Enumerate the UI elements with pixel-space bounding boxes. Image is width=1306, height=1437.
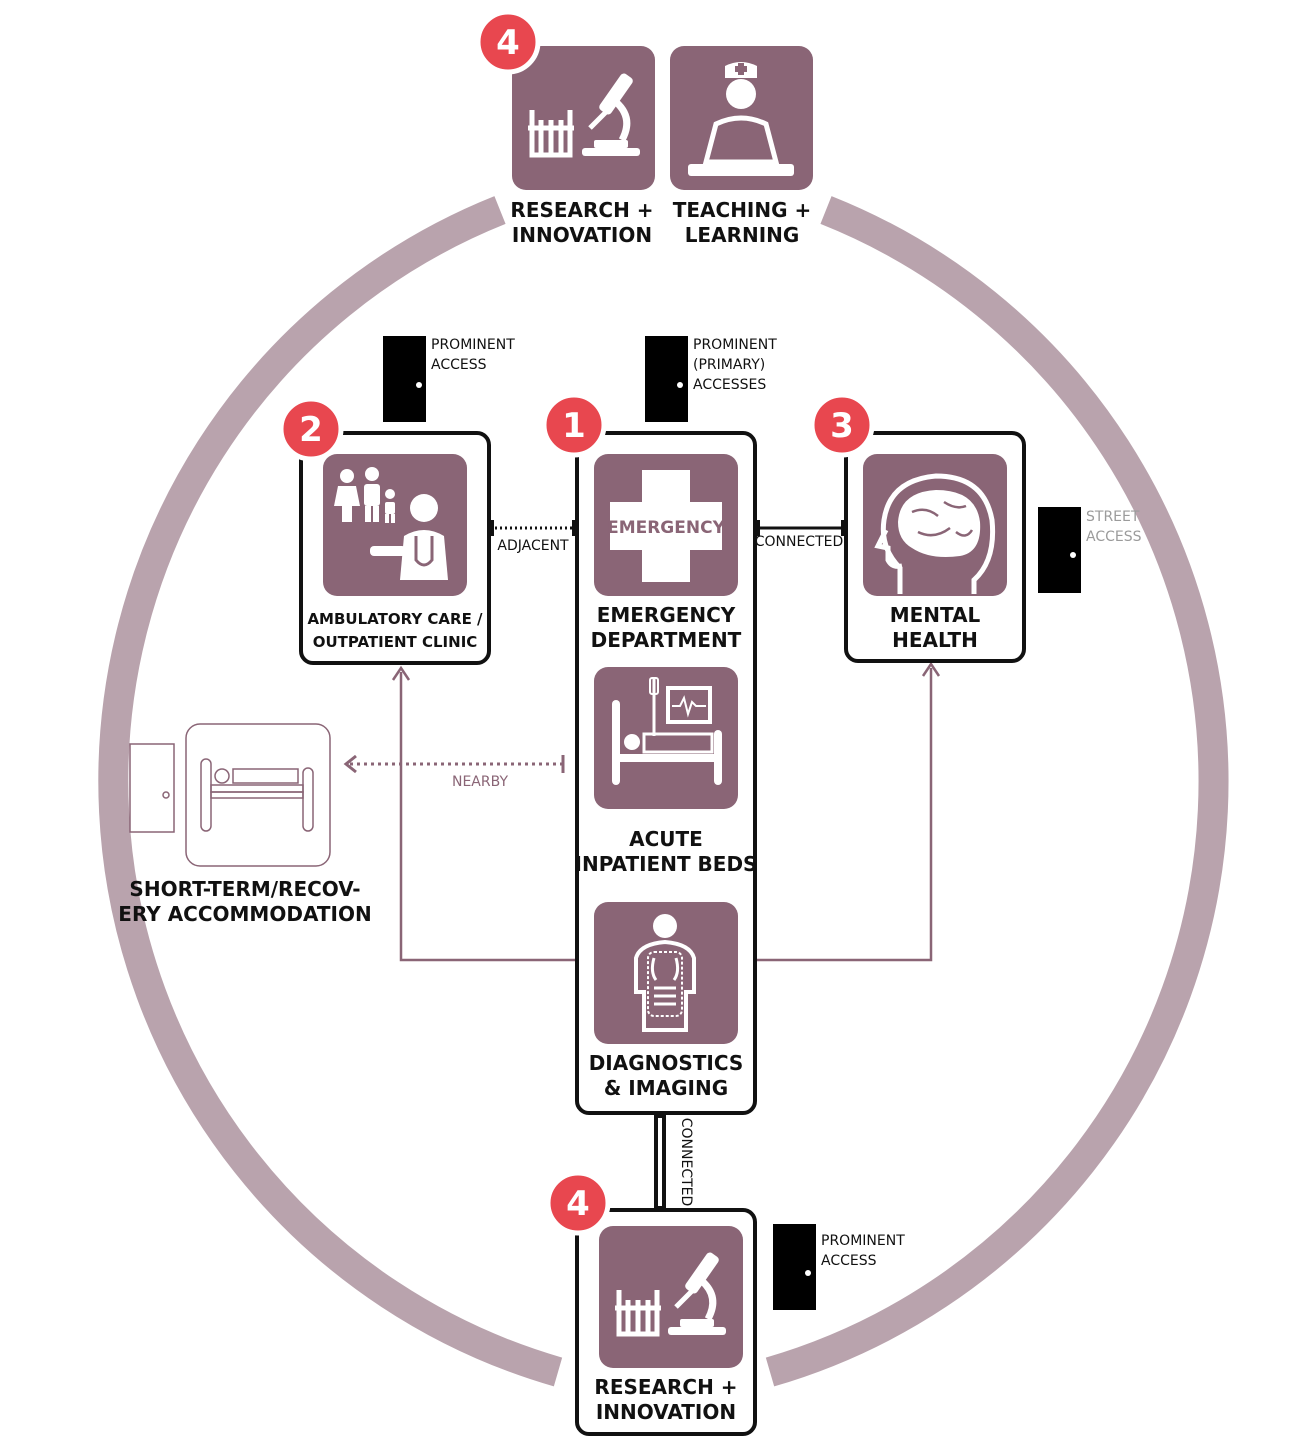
ambulatory-label-2: OUTPATIENT CLINIC xyxy=(313,633,478,651)
ambulatory-label-1: AMBULATORY CARE / xyxy=(307,610,483,628)
top-research-label-1: RESEARCH + xyxy=(510,198,653,222)
core-access-1: PROMINENT xyxy=(693,337,777,353)
mental-badge xyxy=(809,392,875,458)
connected-bottom-label: CONNECTED xyxy=(678,1118,694,1207)
nearby-arrow-icon xyxy=(343,754,357,774)
diagnostics-label-2: & IMAGING xyxy=(604,1076,728,1100)
core-access-3: ACCESSES xyxy=(693,377,766,393)
bottom-badge xyxy=(545,1170,611,1236)
top-teaching-label-1: TEACHING + xyxy=(673,198,812,222)
campus-ring-left xyxy=(98,196,563,1387)
medical-cross-icon xyxy=(610,470,722,582)
mental-tile xyxy=(863,454,1007,596)
short-term-tile xyxy=(185,723,331,867)
test-tubes-icon xyxy=(528,110,574,158)
bottom-research-label-2: INNOVATION xyxy=(596,1400,736,1424)
mental-badge-number: 3 xyxy=(830,406,854,446)
top-research-tile xyxy=(512,46,655,190)
mental-label-1: MENTAL xyxy=(890,603,981,627)
body-scan-icon xyxy=(634,914,696,1032)
ambulatory-access-2: ACCESS xyxy=(431,357,487,373)
nearby-label: NEARBY xyxy=(452,774,508,790)
emergency-label-1: EMERGENCY xyxy=(597,603,736,627)
top-teaching-label-2: LEARNING xyxy=(685,223,800,247)
connected-right-label: CONNECTED xyxy=(755,534,844,550)
bottom-test-tubes-icon xyxy=(615,1290,661,1337)
mental-access-2: ACCESS xyxy=(1086,529,1142,545)
bottom-research-label-1: RESEARCH + xyxy=(594,1375,737,1399)
core-access-2: (PRIMARY) xyxy=(693,357,765,373)
adjacent-label: ADJACENT xyxy=(497,538,569,554)
top-badge xyxy=(475,9,541,75)
emergency-tile: EMERGENCY xyxy=(594,454,738,596)
bottom-access-1: PROMINENT xyxy=(821,1233,905,1249)
emergency-label-2: DEPARTMENT xyxy=(591,628,742,652)
acute-tile xyxy=(594,667,738,809)
core-badge-number: 1 xyxy=(562,406,586,446)
bottom-research-tile xyxy=(599,1226,743,1368)
short-term-label-1: SHORT-TERM/RECOV- xyxy=(129,877,360,901)
top-teaching-tile xyxy=(670,46,813,190)
microscope-icon xyxy=(582,73,640,156)
diagnostics-label-1: DIAGNOSTICS xyxy=(589,1051,744,1075)
hospital-bed-icon xyxy=(612,677,722,785)
top-badge-number: 4 xyxy=(496,23,520,63)
family-doctor-icon xyxy=(334,467,448,580)
mental-access-1: STREET xyxy=(1086,509,1140,525)
head-brain-icon xyxy=(874,473,996,594)
diagnostics-tile xyxy=(594,902,738,1044)
diagnostics-links xyxy=(399,668,933,962)
ambulatory-tile xyxy=(323,454,467,596)
campus-ring-right xyxy=(765,196,1229,1387)
bottom-microscope-icon xyxy=(668,1252,726,1335)
short-term-door-icon xyxy=(129,743,175,833)
ambulatory-door-icon xyxy=(383,336,426,422)
mental-label-2: HEALTH xyxy=(892,628,978,652)
bottom-badge-number: 4 xyxy=(566,1184,590,1224)
bed-outline-icon xyxy=(200,758,314,832)
bottom-door-icon xyxy=(773,1224,816,1310)
mental-door-icon xyxy=(1038,507,1081,593)
arrow-ambulatory-icon xyxy=(391,665,411,681)
bottom-access-2: ACCESS xyxy=(821,1253,877,1269)
arrow-mental-icon xyxy=(921,661,941,677)
top-research-label-2: INNOVATION xyxy=(512,223,652,247)
short-term-label-2: ERY ACCOMMODATION xyxy=(118,902,371,926)
ambulatory-badge-number: 2 xyxy=(299,410,323,450)
ambulatory-badge xyxy=(278,396,344,462)
emergency-sign-text: EMERGENCY xyxy=(607,518,726,538)
ambulatory-access-1: PROMINENT xyxy=(431,337,515,353)
core-badge xyxy=(541,392,607,458)
nurse-icon xyxy=(688,62,794,176)
acute-label-1: ACUTE xyxy=(629,827,703,851)
acute-label-2: INPATIENT BEDS xyxy=(575,852,758,876)
core-door-icon xyxy=(645,336,688,422)
